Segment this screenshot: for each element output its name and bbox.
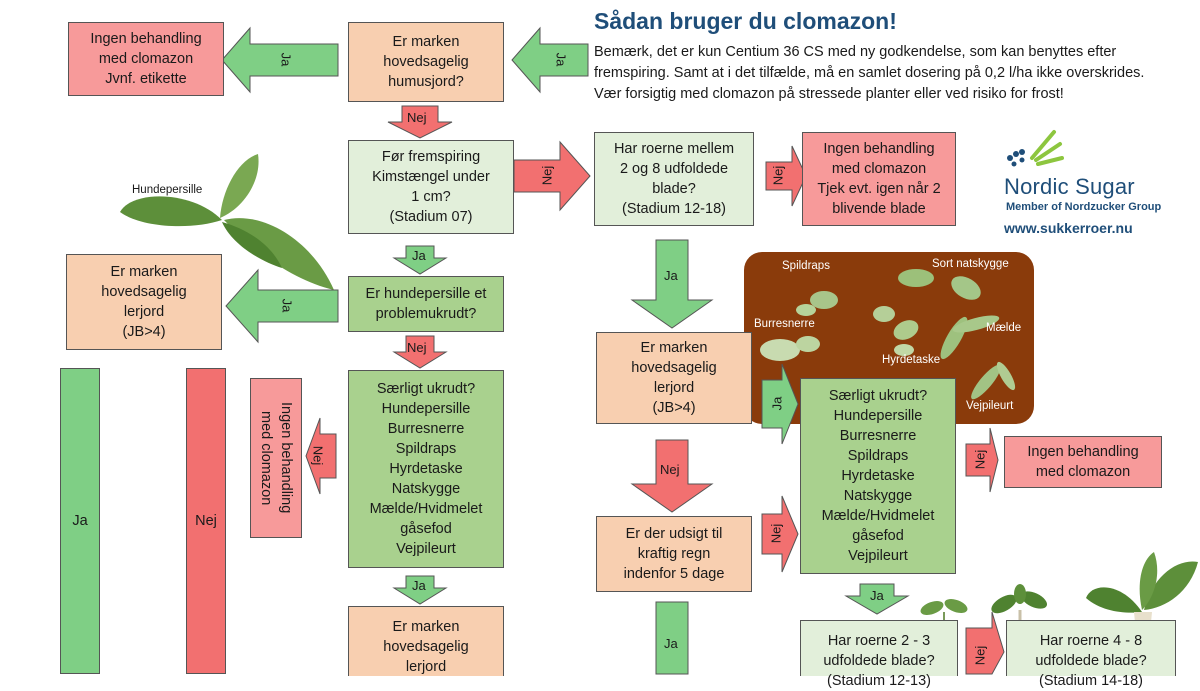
arrow-nej-leaves-right xyxy=(765,145,807,207)
box-no-treatment-vertical: Ingen behandling med clomazon xyxy=(250,378,302,538)
box-lerjord-left: Er marken hovedsagelig lerjord (JB>4) xyxy=(66,254,222,350)
label-nej-leaves-right: Nej xyxy=(770,165,786,186)
plant-label-maelde: Mælde xyxy=(986,322,1022,334)
arrow-nej-weeds-left xyxy=(305,417,337,495)
no-treatment-vertical-label: Ingen behandling med clomazon xyxy=(258,402,294,514)
label-nej-rain-right: Nej xyxy=(768,523,784,544)
header-note: Bemærk, det er kun Centium 36 CS med ny … xyxy=(594,42,1174,105)
label-nej-weeds-right: Nej xyxy=(972,449,988,470)
plant-label-spildraps: Spildraps xyxy=(782,260,830,272)
weed-leaves-icon xyxy=(760,269,1016,400)
label-nej-pre-right: Nej xyxy=(539,165,555,186)
label-nej-leaves23-right: Nej xyxy=(972,645,988,666)
label-ja-weeds-down: Ja xyxy=(412,578,426,593)
arrow-nej-weeds-right xyxy=(965,427,999,493)
arrow-ja-hund-left xyxy=(225,268,339,344)
box-no-treatment-etikette: Ingen behandling med clomazon Jvnf. etik… xyxy=(68,22,224,96)
logo-mark-icon xyxy=(1007,130,1064,167)
arrow-nej-pre-right xyxy=(513,140,591,212)
logo-tagline: Member of Nordzucker Group xyxy=(1006,201,1162,213)
box-leaves-2-8: Har roerne mellem 2 og 8 udfoldede blade… xyxy=(594,132,754,226)
logo-url: www.sukkerroer.nu xyxy=(1004,220,1133,236)
label-nej-humus-down: Nej xyxy=(407,110,427,125)
arrow-nej-rain-right xyxy=(761,495,799,573)
box-heavy-rain: Er der udsigt til kraftig regn indenfor … xyxy=(596,516,752,592)
legend-yes-label: Ja xyxy=(72,513,88,529)
plant-label-hyrdetaske: Hyrdetaske xyxy=(882,354,941,366)
page-title: Sådan bruger du clomazon! xyxy=(594,8,897,34)
box-leaves-4-8: Har roerne 4 - 8 udfoldede blade? (Stadi… xyxy=(1006,620,1176,689)
arrow-ja-rain-down xyxy=(655,601,689,675)
arrow-ja-humusjord xyxy=(221,26,339,94)
label-ja-humusjord: Ja xyxy=(278,52,294,67)
label-ja-weedsr-down: Ja xyxy=(870,588,884,603)
box-weeds-left: Særligt ukrudt? Hundepersille Burresnerr… xyxy=(348,370,504,568)
legend-no-label: Nej xyxy=(195,513,217,529)
note-line-1: Bemærk, det er kun Centium 36 CS med ny … xyxy=(594,44,1145,82)
arrow-ja-leaves-down xyxy=(630,239,714,329)
label-nej-hund-down: Nej xyxy=(407,340,427,355)
arrow-nej-hund-down xyxy=(392,335,448,369)
box-lerjord-right: Er marken hovedsagelig lerjord (JB>4) xyxy=(596,332,752,424)
arrow-ja-weeds-down xyxy=(392,575,448,605)
arrow-ja-pre-down xyxy=(392,245,448,275)
box-hundepersille-problem: Er hundepersille et problemukrudt? xyxy=(348,276,504,332)
arrow-nej-lerjord-down xyxy=(630,439,714,513)
label-ja-rain-down: Ja xyxy=(664,636,678,651)
arrow-nej-humus-down xyxy=(387,105,453,139)
box-no-treatment-right: Ingen behandling med clomazon xyxy=(1004,436,1162,488)
flow-arrows xyxy=(221,26,1005,675)
box-no-treatment-check: Ingen behandling med clomazon Tjek evt. … xyxy=(802,132,956,226)
legend-yes-bar: Ja xyxy=(60,368,100,674)
plant-label-burresnerre: Burresnerre xyxy=(754,318,815,330)
label-ja-hund-left: Ja xyxy=(279,298,295,313)
label-ja-pre-down: Ja xyxy=(412,248,426,263)
arrow-ja-lerjord-right xyxy=(761,363,799,445)
label-ja-into-humusjord: Ja xyxy=(553,52,569,67)
plant-label-vejpileurt: Vejpileurt xyxy=(966,400,1014,412)
box-pre-emergence: Før fremspiring Kimstængel under 1 cm? (… xyxy=(348,140,514,234)
label-nej-lerjord-down: Nej xyxy=(660,462,680,477)
box-lerjord-middle-bottom: Er marken hovedsagelig lerjord xyxy=(348,606,504,676)
logo-brand: Nordic Sugar xyxy=(1004,174,1135,199)
arrow-nej-into-humusjord xyxy=(511,26,589,94)
label-ja-lerjord-right: Ja xyxy=(769,396,785,411)
note-line-2: Vær forsigtig med clomazon på stressede … xyxy=(594,86,1064,103)
box-leaves-2-3: Har roerne 2 - 3 udfoldede blade? (Stadi… xyxy=(800,620,958,689)
arrow-nej-leaves23-right xyxy=(965,611,1005,675)
plant-label-hundepersille: Hundepersille xyxy=(132,184,203,196)
box-humusjord-top: Er marken hovedsagelig humusjord? xyxy=(348,22,504,102)
label-ja-leaves-down: Ja xyxy=(664,268,678,283)
arrow-ja-weedsr-down xyxy=(844,583,910,615)
box-weeds-right: Særligt ukrudt? Hundepersille Burresnerr… xyxy=(800,378,956,574)
hundepersille-plant-icon xyxy=(120,154,334,290)
legend-no-bar: Nej xyxy=(186,368,226,674)
label-nej-weeds-left: Nej xyxy=(310,445,326,466)
plant-label-sort-natskygge: Sort natskygge xyxy=(932,258,1009,270)
